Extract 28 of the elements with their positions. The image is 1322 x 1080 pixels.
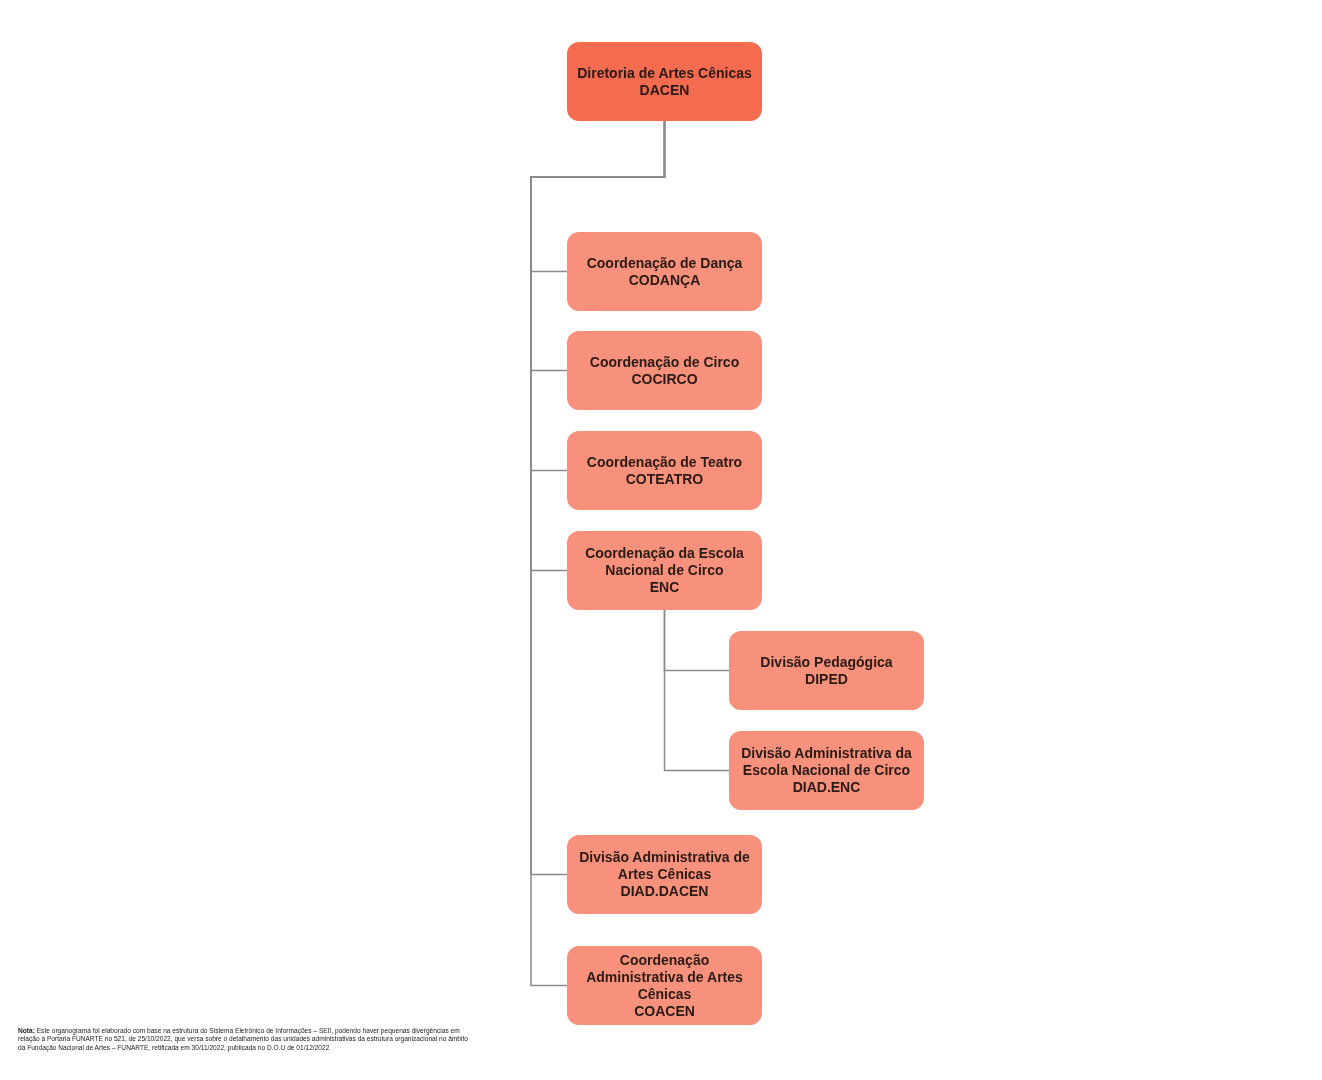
director-box xyxy=(567,42,762,121)
unit-name: Diretoria de Artes Cênicas xyxy=(577,64,752,82)
unit-acronym: DIPED xyxy=(805,670,848,688)
unit-name: Divisão Pedagógica xyxy=(760,653,893,671)
unit-acronym: ENC xyxy=(649,579,680,596)
unit-name: Coordenação de Circo xyxy=(589,353,740,371)
unit-acronym: COCIRCO xyxy=(631,370,698,388)
unit-name: Coordenação Administrativa de Artes Cênicas xyxy=(585,951,744,1003)
unit-box xyxy=(567,946,762,1025)
unit-box xyxy=(567,835,762,914)
unit-box xyxy=(567,232,762,311)
unit-box xyxy=(567,531,762,610)
unit-name: Coordenação de Teatro xyxy=(586,453,743,471)
unit-acronym: COTEATRO xyxy=(625,470,704,488)
unit-acronym: DACEN xyxy=(639,81,690,99)
unit-box xyxy=(567,331,762,410)
connector-line xyxy=(663,609,730,772)
unit-box xyxy=(729,631,924,710)
unit-box xyxy=(567,431,762,510)
unit-acronym: COACEN xyxy=(634,1002,695,1020)
unit-acronym: DIAD.DACEN xyxy=(620,883,709,900)
unit-name: Coordenação da Escola Nacional de Circo xyxy=(584,545,745,579)
unit-name: Coordenação de Dança xyxy=(586,254,743,272)
unit-acronym: DIAD.ENC xyxy=(792,779,861,796)
unit-name: Divisão Administrativa de Artes Cênicas xyxy=(578,849,751,883)
unit-name: Divisão Administrativa da Escola Nacional de Circo xyxy=(740,745,913,779)
unit-acronym: CODANÇA xyxy=(628,271,701,289)
unit-box xyxy=(729,731,924,810)
